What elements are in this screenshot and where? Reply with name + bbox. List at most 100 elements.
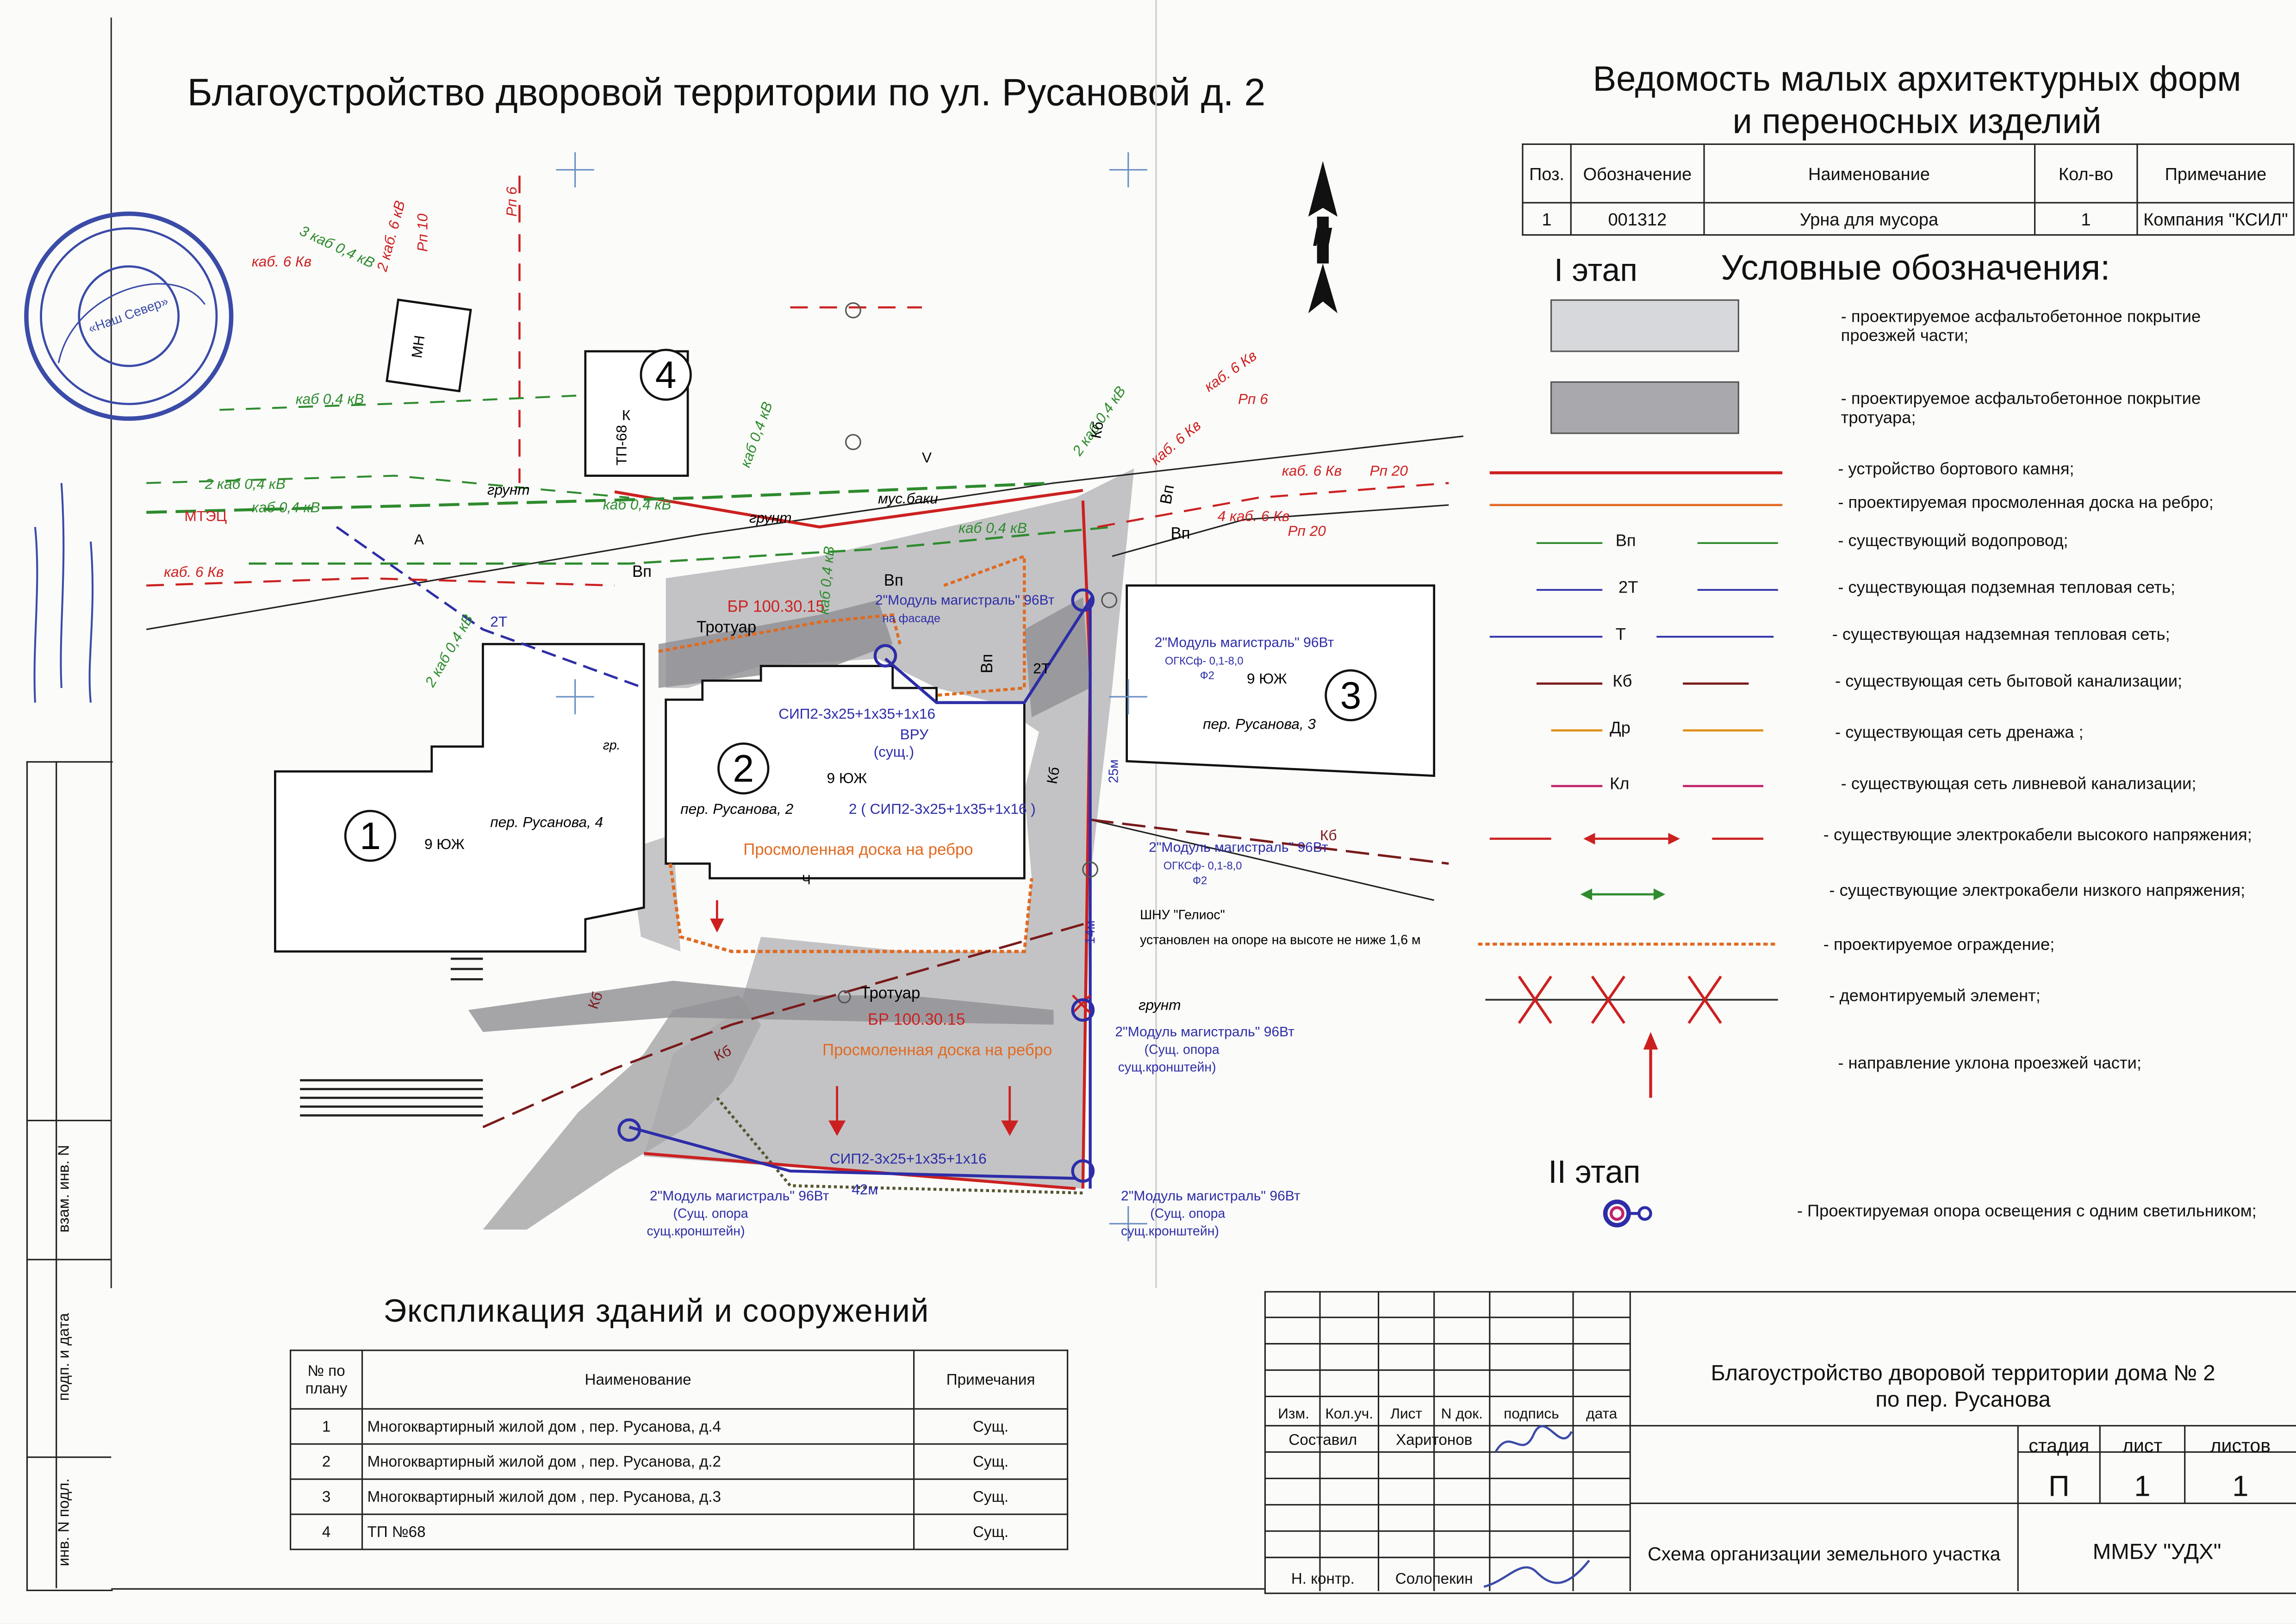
proposed-fence	[658, 613, 902, 653]
sidewalk-strip	[468, 981, 1054, 1032]
legend-code: Др	[1610, 720, 1630, 738]
building-3-address: пер. Русанова, 3	[1203, 716, 1316, 732]
doska-label: Просмоленная доска на ребро	[743, 841, 973, 859]
side-stamp-vzam-inv: взам. инв. N	[56, 1145, 74, 1233]
heat-2t	[336, 526, 645, 689]
legend-code: Т	[1615, 626, 1626, 644]
building-2-number: 2	[733, 748, 754, 790]
legend-label: - проектируемое ограждение;	[1823, 937, 2055, 955]
sewer-kb	[482, 921, 1091, 1128]
cable-label: 4 каб. 6 Кв	[1218, 508, 1290, 525]
pole-spec: Ф2	[1200, 670, 1214, 682]
drawing-title: Благоустройство дворовой территории по у…	[187, 70, 1266, 114]
legend-label: - проектируемое асфальтобетонное покрыти…	[1841, 391, 2201, 428]
pole-note: сущ.кронштейн)	[1118, 1060, 1216, 1075]
shnu-note: установлен на опоре на высоте не ниже 1,…	[1140, 932, 1420, 947]
sip-label: СИП2-3х25+1х35+1х16	[830, 1150, 987, 1167]
lv-cable	[219, 394, 585, 411]
t2-label: 2Т	[490, 613, 507, 630]
legend-label: - демонтируемый элемент;	[1829, 988, 2041, 1006]
cable-label: 2 каб 0,4 кВ	[1069, 383, 1129, 459]
listov-header: листов	[2210, 1434, 2271, 1457]
object-name: Благоустройство дворовой территории дома…	[1711, 1361, 2215, 1413]
hv-cable	[1097, 482, 1449, 528]
sewer-kb	[1090, 818, 1449, 865]
light-pole-icon	[617, 588, 1095, 1183]
col-izm: Изм.	[1278, 1406, 1310, 1423]
cable-label: каб 0,4 кВ	[296, 391, 364, 407]
vp-label: Вп	[978, 654, 996, 673]
rp-label: Рп 20	[1370, 462, 1408, 479]
water-pipe	[146, 481, 1054, 514]
rp-label: Рп 20	[1288, 522, 1326, 539]
grunt-label: грунт	[749, 509, 792, 526]
legend-label: - направление уклона проезжей части;	[1838, 1055, 2141, 1073]
vru-sub-label: (сущ.)	[874, 743, 914, 760]
grunt-label: грунт	[1139, 997, 1181, 1013]
building-3	[1126, 584, 1436, 777]
doska-label: Просмоленная доска на ребро	[822, 1042, 1052, 1059]
gr-label: гр.	[603, 738, 621, 753]
lamp-label: 2"Модуль магистраль" 96Вт	[875, 593, 1055, 608]
lamp-label: 2"Модуль магистраль" 96Вт	[1115, 1024, 1294, 1040]
legend-code: Кл	[1610, 775, 1630, 793]
kb-label: Кб	[1043, 766, 1063, 785]
lamp-sub-label: на фасаде	[883, 612, 940, 625]
vru-label: ВРУ	[900, 726, 929, 743]
cable-label: 2 каб. 6 кВ	[373, 199, 408, 274]
cable-label: каб. 6 Кв	[252, 253, 311, 269]
length-label: 42м	[852, 1181, 878, 1198]
list-value: 1	[2134, 1471, 2151, 1504]
company-seal: «Наш Север»	[24, 211, 234, 421]
pole-note: сущ.кронштейн)	[647, 1224, 745, 1239]
br-label: БР 100.30.15	[868, 1011, 965, 1028]
t2-label: 2Т	[1033, 660, 1050, 676]
cable-label: каб 0,4 кВ	[252, 499, 320, 516]
legend-label: - существующая сеть дренажа ;	[1835, 725, 2084, 743]
person-name: Харитонов	[1395, 1431, 1473, 1449]
maf-table-title: Ведомость малых архитектурных форм и пер…	[1593, 60, 2241, 142]
north-arrow-icon	[1308, 161, 1338, 313]
kb-label: Кб	[1087, 420, 1107, 440]
proposed-fence	[668, 863, 1033, 953]
legend-label: - существующая сеть ливневой канализации…	[1841, 775, 2196, 793]
site-plan: 1 2 3 4 9 ЮЖ пер. Русанова, 4 9 ЮЖ пер. …	[110, 0, 1463, 1288]
sip-line	[628, 1125, 1076, 1180]
lv-cable	[146, 475, 629, 499]
legend-samples	[1478, 299, 1783, 1098]
building-1-floors: 9 ЮЖ	[424, 836, 465, 852]
legend-code: Кб	[1612, 673, 1632, 691]
listov-value: 1	[2232, 1471, 2249, 1504]
legend-label: - устройство бортового камня;	[1838, 461, 2074, 479]
col-kol: Кол.уч.	[1325, 1406, 1374, 1423]
light-pole-icon	[1603, 1199, 1652, 1228]
road-edge	[1090, 819, 1435, 901]
road-edge	[1112, 504, 1449, 557]
cable-label: каб 0,4 кВ	[958, 519, 1027, 536]
mn-label: МН	[408, 334, 428, 359]
explication-title: Экспликация зданий и сооружений	[383, 1292, 929, 1330]
table-row: 1 001312 Урна для мусора 1 Компания "КСИ…	[1522, 202, 2295, 236]
mn-box	[386, 298, 472, 393]
stage-header: стадия	[2028, 1434, 2090, 1457]
legend-label: - Проектируемая опора освещения с одним …	[1797, 1203, 2257, 1221]
a-label: А	[414, 531, 424, 548]
building-2-address: пер. Русанова, 2	[680, 800, 793, 817]
pole-spec: Ф2	[1193, 875, 1207, 887]
rp-label: Рп 6	[1238, 391, 1268, 407]
cable-label: каб. 6 Кв	[1282, 462, 1342, 479]
rp-label: Рп 6	[503, 187, 520, 217]
lamp-label: 2"Модуль магистраль" 96Вт	[1155, 635, 1334, 650]
building-1-number: 1	[360, 815, 381, 857]
legend-label: - существующие электрокабели высокого на…	[1823, 827, 2252, 845]
sip-label: 2 ( СИП2-3х25+1х35+1х16 )	[849, 800, 1036, 817]
building-1-address: пер. Русанова, 4	[490, 813, 603, 830]
curb	[643, 1152, 1076, 1190]
building-2-floors: 9 ЮЖ	[827, 770, 867, 787]
k-label: К	[622, 406, 631, 423]
legend-label: - существующие электрокабели низкого нап…	[1829, 882, 2246, 900]
